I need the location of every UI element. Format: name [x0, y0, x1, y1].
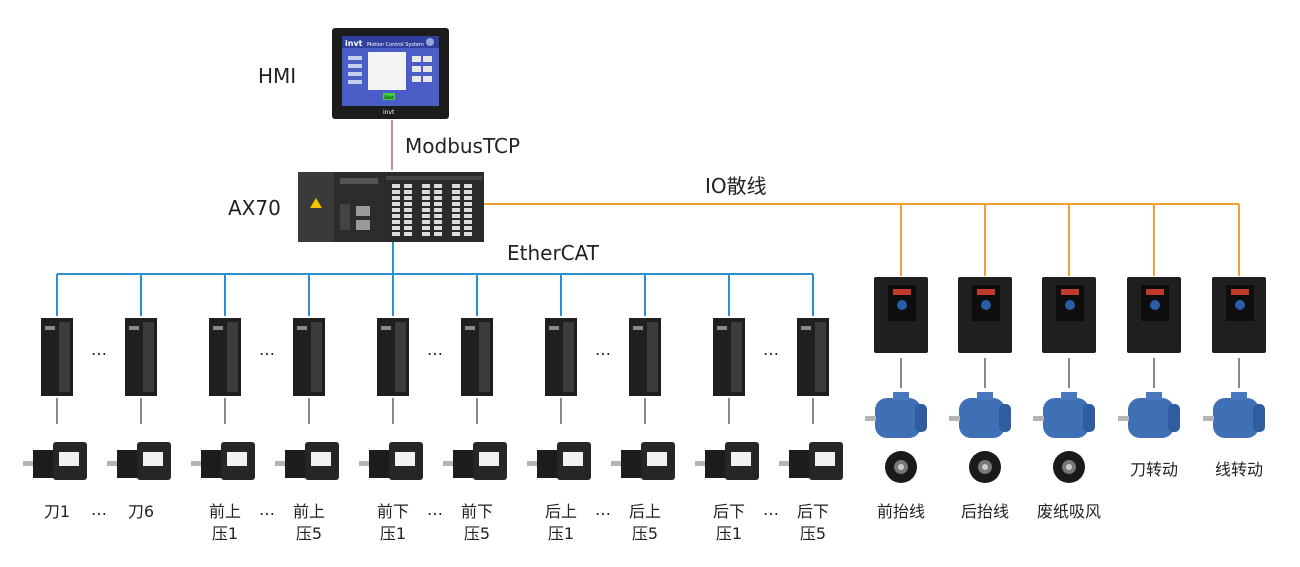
servo-label: 前下 [461, 502, 493, 521]
ethercat-label: EtherCAT [507, 241, 600, 265]
ellipsis-drives: … [91, 340, 107, 359]
hmi-label: HMI [258, 64, 296, 88]
servo-motor [33, 450, 55, 478]
ac-motor [1043, 398, 1089, 438]
ellipsis-labels: … [91, 500, 107, 519]
vfd-axis: 前抬线 [865, 277, 928, 521]
servo-label-line2: 压5 [464, 524, 490, 543]
servo-label: 前上 [209, 502, 241, 521]
servo-label: 后下 [713, 502, 745, 521]
ellipsis-labels: … [595, 500, 611, 519]
vfd-axis: 后抬线 [949, 277, 1012, 521]
hmi-brand: invt [345, 39, 363, 48]
vfd-axis: 废纸吸风 [1033, 277, 1101, 521]
servo-label-line2: 压1 [380, 524, 406, 543]
servo-label-line2: 压1 [212, 524, 238, 543]
vfd-label: 前抬线 [877, 502, 925, 521]
servo-motor [369, 450, 391, 478]
vfd-label: 废纸吸风 [1037, 502, 1101, 521]
ellipsis-drives: … [427, 340, 443, 359]
hmi-title: Motion Control System [367, 42, 424, 48]
ellipsis-drives: … [259, 340, 275, 359]
servo-label: 刀1 [44, 502, 70, 521]
servo-motor [705, 450, 727, 478]
servo-motor [201, 450, 223, 478]
servo-motor [537, 450, 559, 478]
servo-label: 后下 [797, 502, 829, 521]
servo-motor [117, 450, 139, 478]
servo-label: 前上 [293, 502, 325, 521]
ellipsis-labels: … [763, 500, 779, 519]
servo-label-line2: 压5 [296, 524, 322, 543]
servo-axis: 刀1 [23, 318, 87, 521]
vfd-label: 线转动 [1215, 460, 1263, 479]
ac-motor [959, 398, 1005, 438]
servo-label-line2: 压5 [800, 524, 826, 543]
vfd-label: 刀转动 [1130, 460, 1178, 479]
vfd-axis: 刀转动 [1118, 277, 1181, 479]
vfd-label: 后抬线 [961, 502, 1009, 521]
servo-axis: 刀6 [107, 318, 171, 521]
servo-label-line2: 压1 [716, 524, 742, 543]
ellipsis-drives: … [595, 340, 611, 359]
servo-label: 刀6 [128, 502, 154, 521]
servo-motor [789, 450, 811, 478]
vfd-axis: 线转动 [1203, 277, 1266, 479]
ac-motor [1128, 398, 1174, 438]
ac-motor [1213, 398, 1259, 438]
ac-motor [875, 398, 921, 438]
plc-label: AX70 [228, 196, 281, 220]
servo-label-line2: 压1 [548, 524, 574, 543]
servo-label: 后上 [545, 502, 577, 521]
ellipsis-drives: … [763, 340, 779, 359]
ellipsis-labels: … [427, 500, 443, 519]
hmi-panel: invt Motion Control System Start invt [332, 28, 449, 119]
plc-ax70 [298, 172, 484, 242]
hmi-footer-brand: invt [383, 109, 395, 116]
modbus-label: ModbusTCP [405, 134, 520, 158]
servo-label: 后上 [629, 502, 661, 521]
servo-motor [621, 450, 643, 478]
io-label: IO散线 [705, 174, 767, 198]
servo-label: 前下 [377, 502, 409, 521]
hmi-start-text: Start [384, 95, 394, 100]
servo-label-line2: 压5 [632, 524, 658, 543]
ellipsis-labels: … [259, 500, 275, 519]
servo-motor [453, 450, 475, 478]
servo-motor [285, 450, 307, 478]
hmi-start-button [383, 93, 395, 100]
